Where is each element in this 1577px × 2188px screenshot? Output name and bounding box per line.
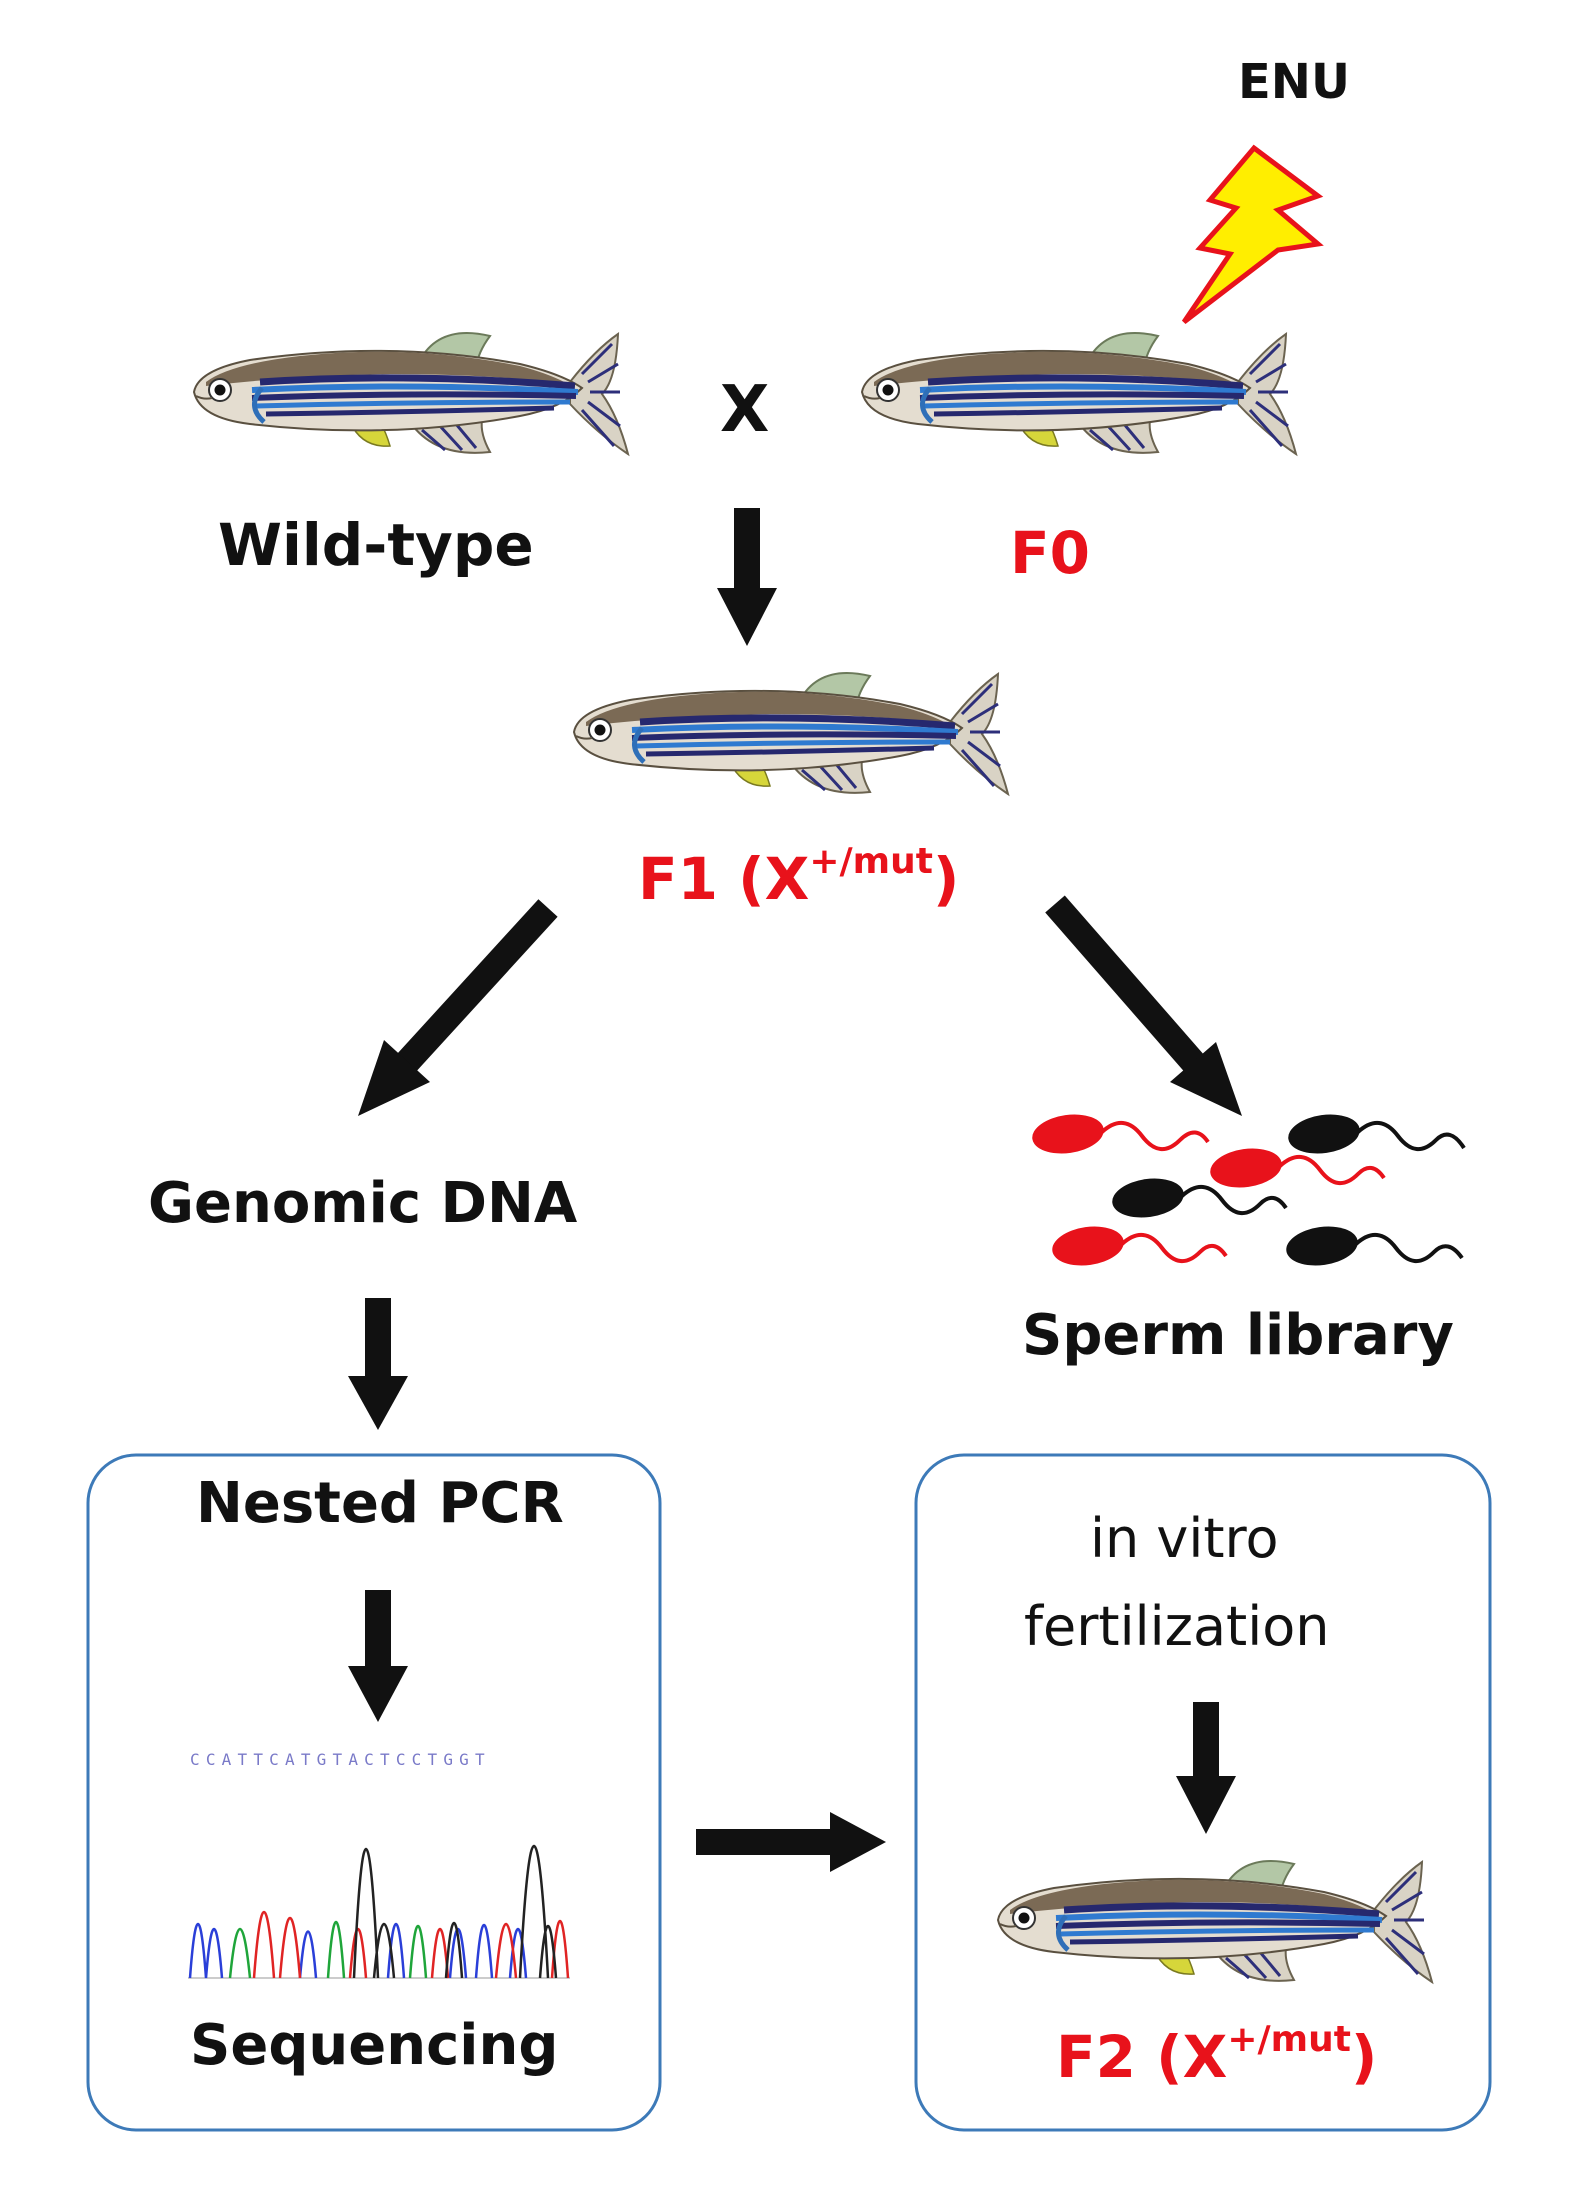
f2-label: F2 (X+/mut) xyxy=(1056,2022,1377,2086)
f1-label-close: ) xyxy=(932,845,960,913)
sperm-icon xyxy=(1052,1226,1228,1266)
arrow-icon-pcr-to-seq xyxy=(348,1590,408,1722)
cross-symbol: X xyxy=(720,373,770,447)
arrow-icon-seq-to-ivf xyxy=(696,1812,886,1872)
f1-label: F1 (X+/mut) xyxy=(638,844,959,908)
genomic-dna-label: Genomic DNA xyxy=(148,1171,578,1236)
sequencing-box xyxy=(86,1453,662,2132)
f2-label-close: ) xyxy=(1350,2023,1378,2091)
f0-zebrafish-icon xyxy=(862,333,1296,454)
sperm-library-label: Sperm library xyxy=(1022,1303,1454,1368)
arrow-icon-f1-to-genomic xyxy=(358,899,558,1116)
arrow-icon-genomic-to-pcr xyxy=(348,1298,408,1430)
ivf-box xyxy=(914,1453,1492,2132)
enu-label: ENU xyxy=(1238,54,1350,110)
sperm-icon xyxy=(1112,1178,1288,1218)
sperm-icon xyxy=(1210,1148,1386,1188)
f2-zebrafish-icon xyxy=(998,1861,1432,1982)
ivf-label-line1: in vitro xyxy=(1090,1507,1279,1570)
chromatogram-base-calls: CCATTCATGTACTCCTGGT xyxy=(190,1750,491,1769)
sequencing-label: Sequencing xyxy=(190,2013,559,2078)
nested-pcr-label: Nested PCR xyxy=(196,1471,564,1536)
sperm-icon xyxy=(1286,1226,1464,1266)
arrow-icon-f1-to-sperm xyxy=(1045,895,1242,1116)
f2-label-main: F2 (X xyxy=(1056,2023,1228,2091)
sperm-icon xyxy=(1288,1114,1466,1154)
f1-label-main: F1 (X xyxy=(638,845,810,913)
chromatogram-icon xyxy=(188,1844,570,1979)
f1-label-genotype: +/mut xyxy=(809,841,933,883)
ivf-label-line2: fertilization xyxy=(1024,1595,1330,1658)
wild-type-label: Wild-type xyxy=(218,511,534,579)
sperm-icon xyxy=(1032,1114,1210,1154)
f1-zebrafish-icon xyxy=(574,673,1008,794)
arrow-icon-ivf-to-f2 xyxy=(1176,1702,1236,1834)
f0-label: F0 xyxy=(1010,519,1090,587)
lightning-bolt-icon xyxy=(1181,144,1324,324)
arrow-icon-cross-to-f1 xyxy=(717,508,777,646)
wild-type-zebrafish-icon xyxy=(194,333,628,454)
f2-label-genotype: +/mut xyxy=(1227,2019,1351,2061)
sperm-library-icon xyxy=(1032,1114,1466,1266)
